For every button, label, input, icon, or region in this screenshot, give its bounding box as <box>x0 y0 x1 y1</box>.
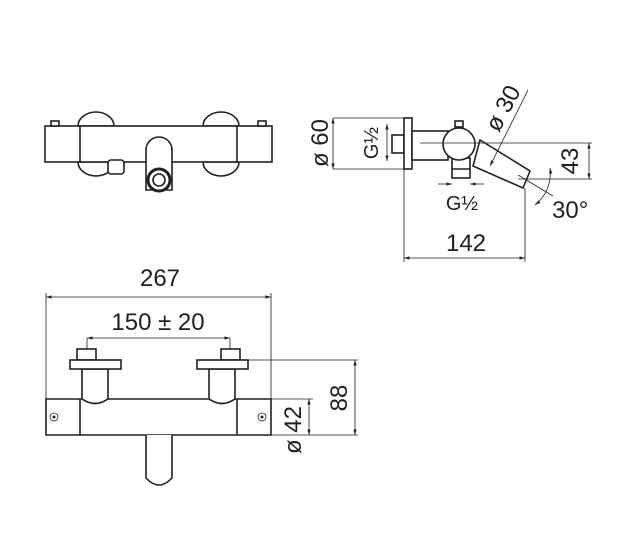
plan-view: 267 150 ± 20 88 ø 42 <box>45 265 358 486</box>
right-handle-bottom <box>202 161 240 177</box>
front-view <box>44 111 273 193</box>
plan-spout <box>145 435 173 486</box>
spout-diameter-label: ø 30 <box>480 81 526 136</box>
diverter-knob <box>107 159 125 175</box>
body-diameter-label: ø 42 <box>280 406 307 454</box>
height-label: 88 <box>326 385 353 412</box>
left-handle-top <box>77 111 115 127</box>
wall-plate <box>403 117 413 170</box>
handle-spacing-label: 150 ± 20 <box>111 309 204 336</box>
wall-plate-diameter-label: ø 60 <box>307 119 334 167</box>
right-handle-plate <box>196 359 249 370</box>
spout-angle-label: 30° <box>552 197 588 224</box>
overall-width-label: 267 <box>140 265 180 292</box>
left-handle-plate <box>69 359 122 370</box>
plan-body <box>45 398 272 436</box>
side-body-ball <box>442 127 476 161</box>
projection-label: 142 <box>446 230 486 257</box>
spout-drop-label: 43 <box>557 148 584 175</box>
wall-connection-label: G½ <box>361 127 383 160</box>
side-spout <box>472 138 531 190</box>
side-view: ø 60 G½ 43 ø 30 30° G½ 142 <box>307 81 592 262</box>
bottom-connection-label: G½ <box>446 193 479 215</box>
right-handle-top <box>202 111 240 127</box>
bottom-connector <box>451 157 471 179</box>
